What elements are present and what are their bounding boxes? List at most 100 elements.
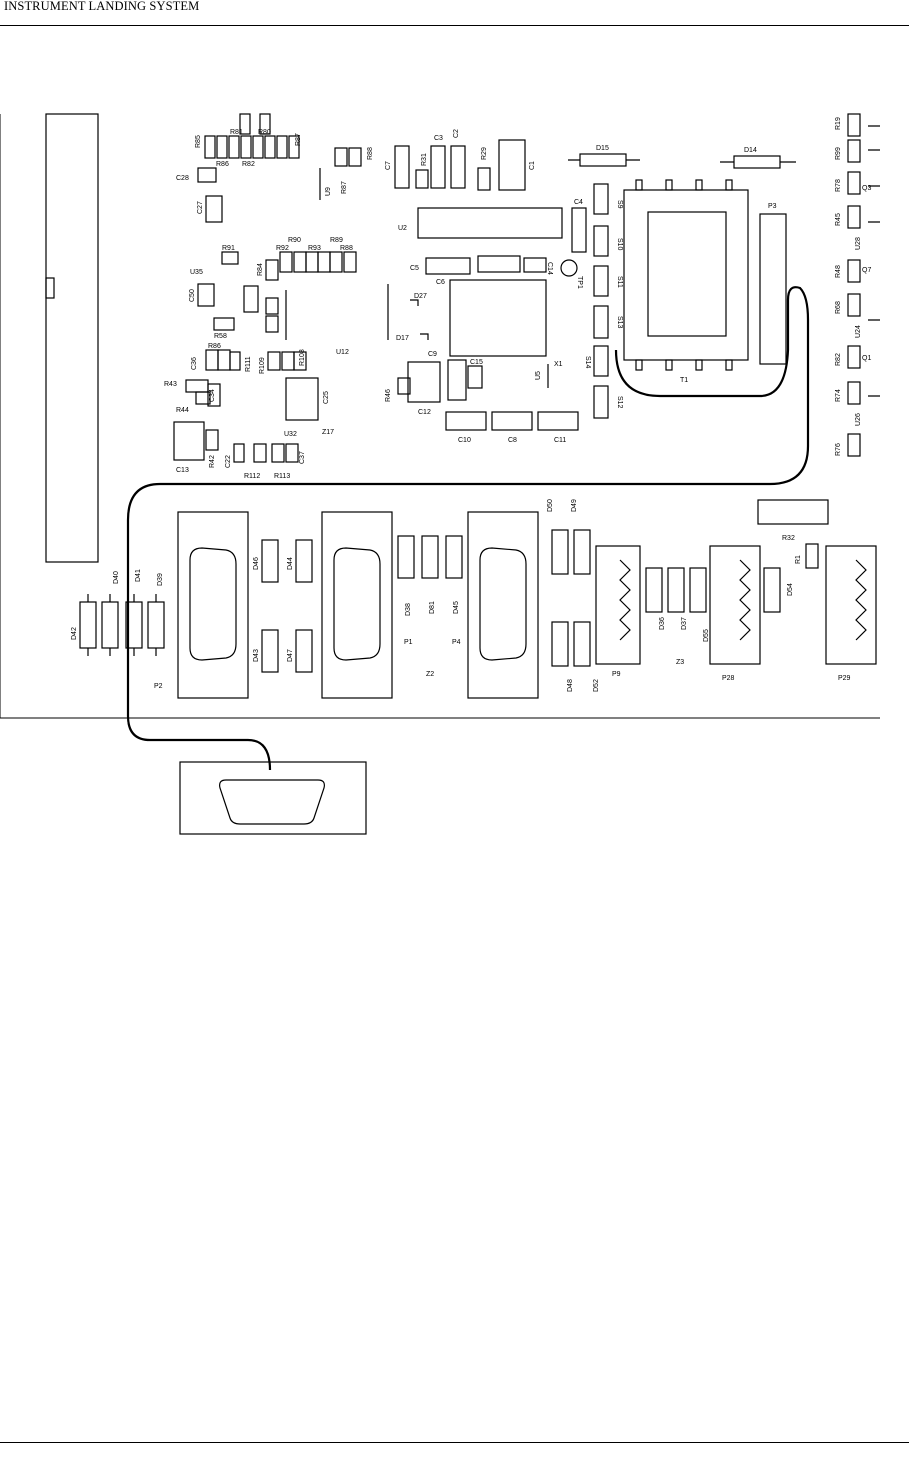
board-trace — [695, 179, 703, 191]
tp1 — [560, 259, 578, 277]
part-block — [288, 135, 300, 159]
label-P1: P1 — [404, 639, 413, 646]
label-P4: P4 — [452, 639, 461, 646]
board-trace — [397, 377, 411, 395]
board-trace — [445, 535, 463, 579]
board-trace — [279, 251, 293, 273]
label-R80: R80 — [258, 129, 271, 136]
label-D54: D54 — [787, 583, 794, 596]
board-trace — [447, 359, 467, 401]
circuit-board-diagram: R81 R80 R85 R86 R82 R87 C28 C27 C7 R31 C… — [0, 113, 880, 835]
label-Z3: Z3 — [676, 659, 684, 666]
label-C6: C6 — [436, 279, 445, 286]
board-trace — [281, 351, 295, 371]
label-C2: C2 — [453, 129, 460, 138]
part-block — [216, 135, 228, 159]
board-trace — [445, 411, 487, 431]
label-R112: R112 — [244, 473, 260, 480]
part-block — [228, 135, 240, 159]
board-trace — [243, 285, 259, 313]
board-trace — [491, 411, 533, 431]
label-R88: R88 — [367, 147, 374, 160]
part-block — [276, 135, 288, 159]
label-C5: C5 — [410, 265, 419, 272]
label-U12: U12 — [336, 349, 349, 356]
board-trace — [425, 257, 471, 275]
label-R58: R58 — [214, 333, 227, 340]
label-D55: D55 — [703, 629, 710, 642]
connector-p3 — [759, 213, 787, 365]
board-trace — [213, 317, 235, 331]
part-block — [593, 183, 609, 215]
label-R78: R78 — [835, 179, 842, 192]
board-trace — [635, 179, 643, 191]
connector-p2 — [177, 511, 249, 699]
label-C28: C28 — [176, 175, 189, 182]
label-D46: D46 — [253, 557, 260, 570]
header-title: INSTRUMENT LANDING SYSTEM — [4, 0, 200, 13]
board-trace — [847, 433, 861, 457]
board-trace — [689, 567, 707, 613]
terminal-p28 — [709, 545, 761, 665]
board-trace — [197, 283, 215, 307]
board-edge-connector — [45, 113, 99, 563]
part-block — [477, 167, 491, 191]
label-U26: U26 — [855, 413, 862, 426]
label-C25: C25 — [323, 391, 330, 404]
board-trace — [477, 255, 521, 273]
part-block — [334, 147, 348, 167]
board-trace — [185, 379, 209, 393]
label-U2: U2 — [398, 225, 407, 232]
label-R84: R84 — [257, 263, 264, 276]
label-C37: C37 — [299, 451, 306, 464]
board-trace — [467, 365, 483, 389]
part-block — [240, 135, 252, 159]
label-D49: D49 — [571, 499, 578, 512]
label-S9: S9 — [616, 200, 623, 209]
board-trace — [619, 559, 631, 641]
label-Z2: Z2 — [426, 671, 434, 678]
footer-rule — [0, 1442, 909, 1443]
label-C1: C1 — [529, 161, 536, 170]
label-R109: R109 — [259, 357, 266, 374]
board-trace — [317, 251, 331, 273]
board-trace — [645, 567, 663, 613]
label-C13: C13 — [176, 467, 189, 474]
label-D43: D43 — [253, 649, 260, 662]
label-U28: U28 — [855, 237, 862, 250]
connector-p1 — [321, 511, 393, 699]
board-trace — [195, 391, 211, 405]
board-trace — [233, 443, 245, 463]
label-C3: C3 — [434, 135, 443, 142]
connector-p4 — [467, 511, 539, 699]
board-trace — [847, 345, 861, 369]
board-trace — [207, 383, 221, 407]
board-trace — [407, 361, 441, 403]
part-block — [252, 135, 264, 159]
label-R92: R92 — [276, 245, 289, 252]
board-trace — [305, 251, 319, 273]
board-trace — [551, 621, 569, 667]
board-trace — [261, 539, 279, 583]
label-R108: R108 — [299, 349, 306, 366]
label-D17: D17 — [396, 335, 409, 342]
label-R68: R68 — [835, 301, 842, 314]
label-R99: R99 — [835, 147, 842, 160]
board-trace — [217, 349, 231, 371]
transformer-t1 — [623, 189, 749, 361]
board-trace — [725, 179, 733, 191]
board-trace — [523, 257, 547, 273]
board-trace — [293, 251, 307, 273]
label-R86: R86 — [216, 161, 229, 168]
label-C22: C22 — [225, 455, 232, 468]
board-trace — [847, 293, 861, 317]
terminal-p29 — [825, 545, 877, 665]
part-block — [593, 225, 609, 257]
board-trace — [847, 171, 861, 195]
label-R87b: R87 — [341, 181, 348, 194]
label-R87: R87 — [295, 133, 302, 146]
part-block — [449, 279, 547, 357]
dsub-p2 — [189, 547, 237, 661]
label-D40: D40 — [113, 571, 120, 584]
cable — [126, 286, 810, 771]
